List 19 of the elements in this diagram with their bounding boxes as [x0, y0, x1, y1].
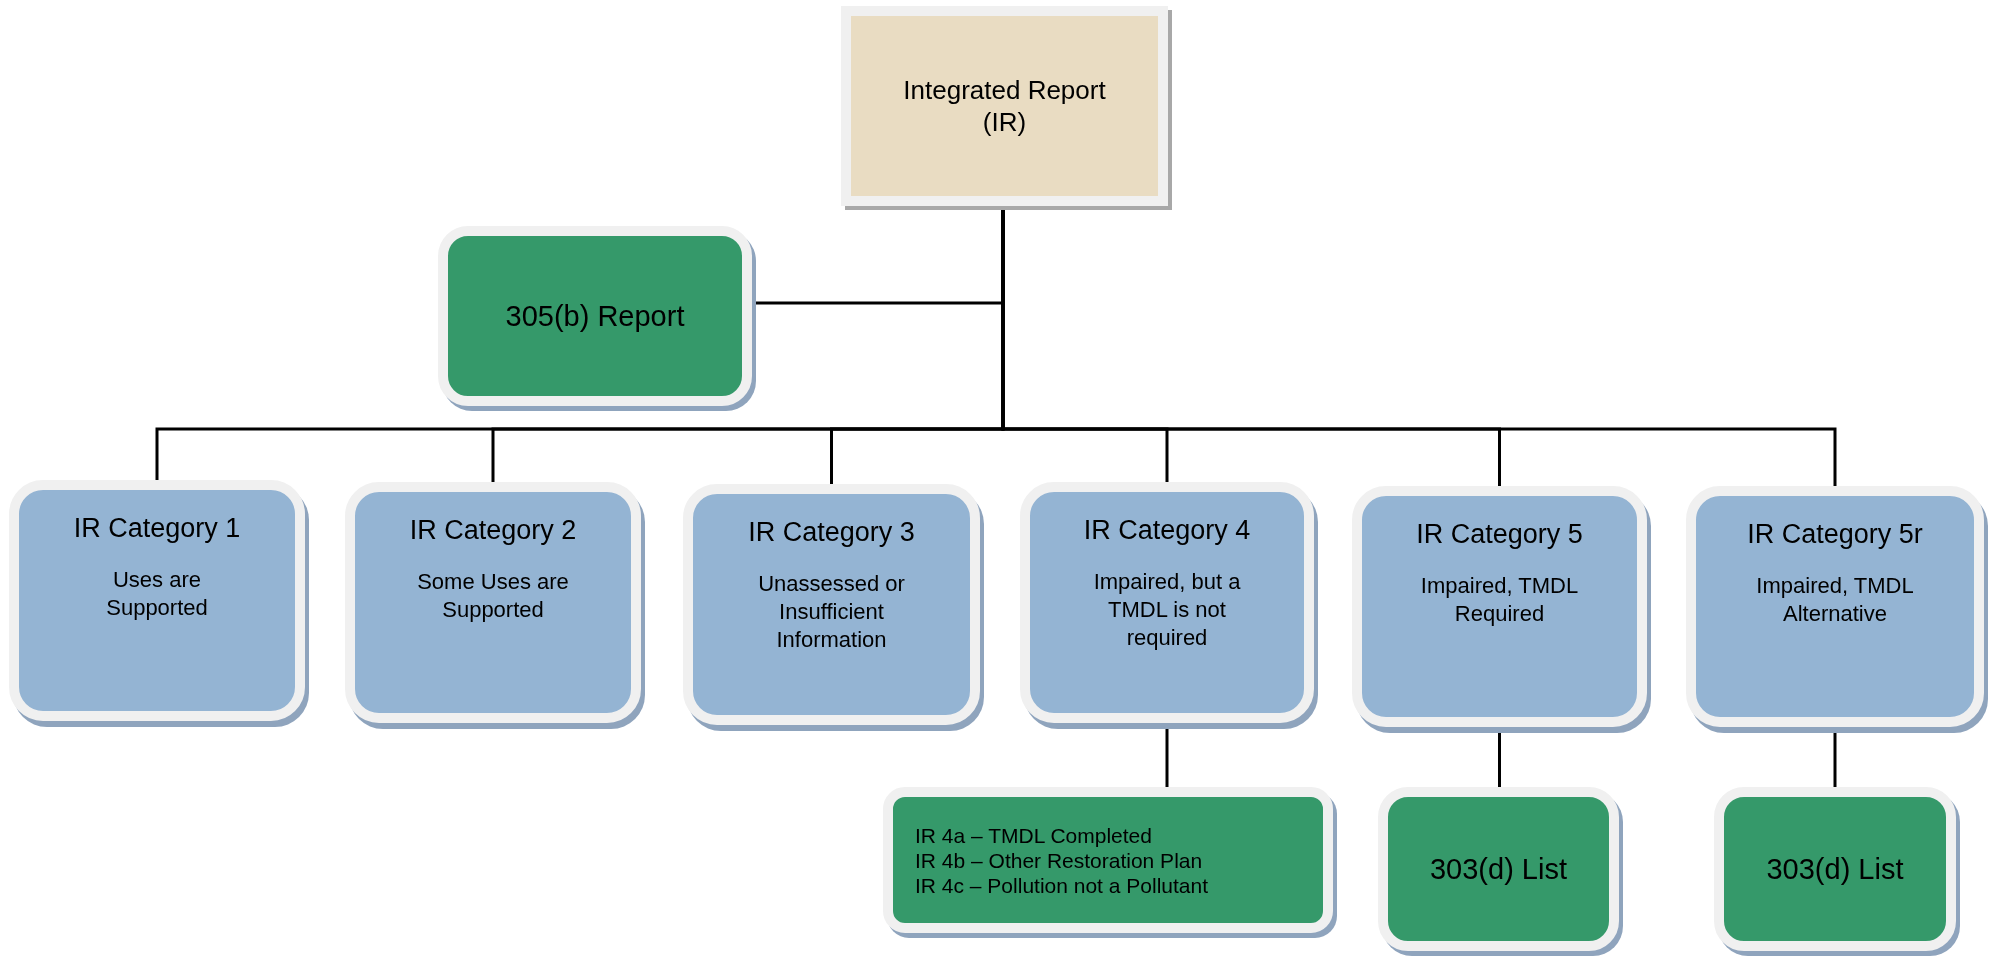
box-label: Impaired, but a TMDL is not required — [1092, 568, 1242, 652]
category-title: IR Category 5 — [1416, 518, 1583, 550]
box-label: Integrated Report (IR) — [902, 74, 1107, 138]
box-label: 305(b) Report — [504, 299, 686, 333]
category-title: IR Category 1 — [73, 512, 241, 544]
category-title: IR Category 2 — [409, 514, 577, 546]
category-title: IR Category 3 — [748, 516, 915, 548]
box-label: 303(d) List — [1429, 852, 1568, 886]
box-label: IR 4a – TMDL Completed — [915, 822, 1152, 848]
box-label: IR 4c – Pollution not a Pollutant — [915, 872, 1208, 898]
box-label: Some Uses are Supported — [416, 568, 570, 624]
box-label: Impaired, TMDL Alternative — [1755, 572, 1915, 628]
box-label: Uses are Supported — [105, 566, 209, 622]
box-label: 303(d) List — [1765, 852, 1905, 886]
category-title: IR Category 4 — [1083, 514, 1251, 546]
box-label: Unassessed or Insufficient Information — [757, 570, 906, 654]
box-label: IR 4b – Other Restoration Plan — [915, 847, 1203, 873]
category-title: IR Category 5r — [1747, 518, 1923, 550]
box-label: Impaired, TMDL Required — [1419, 572, 1580, 628]
